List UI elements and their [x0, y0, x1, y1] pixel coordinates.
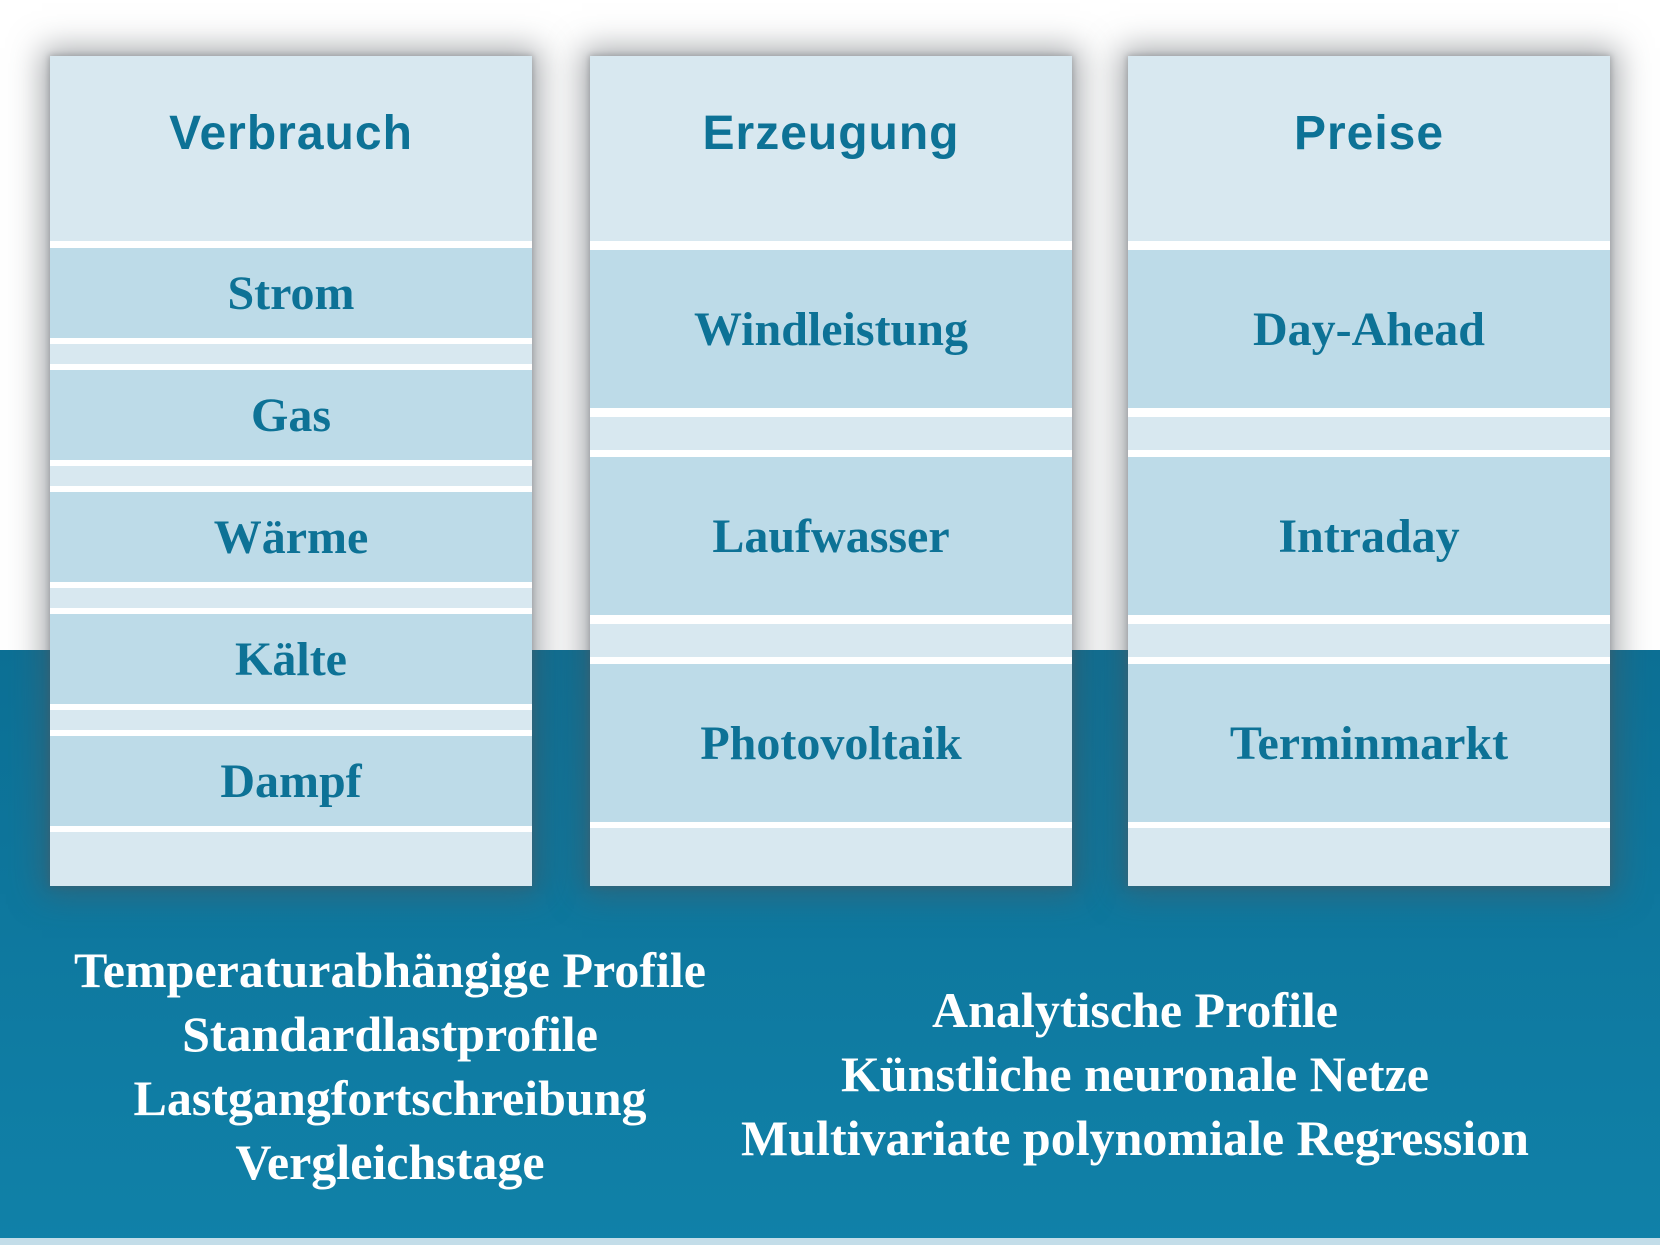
note-line: Vergleichstage	[235, 1134, 545, 1190]
separator-core	[1128, 624, 1610, 657]
separator	[50, 704, 532, 736]
separator-core	[50, 588, 532, 608]
note-line: Temperaturabhängige Profile	[74, 942, 706, 998]
separator-line	[590, 241, 1072, 250]
card-title: Verbrauch	[169, 107, 413, 160]
note-line: Analytische Profile	[932, 982, 1338, 1038]
card-item-label: Gas	[250, 388, 331, 442]
card-item: Photovoltaik	[590, 664, 1072, 822]
separator-core	[590, 417, 1072, 450]
card-item: Kälte	[50, 614, 532, 704]
card-footer	[1128, 828, 1610, 886]
note-line: Künstliche neuronale Netze	[841, 1046, 1429, 1102]
separator	[50, 582, 532, 614]
card-header: Verbrauch	[50, 56, 532, 241]
card-item-label: Kälte	[235, 632, 347, 686]
separator-line	[1128, 822, 1610, 828]
separator-core	[50, 466, 532, 486]
separator-line	[590, 822, 1072, 828]
separator	[50, 338, 532, 370]
card-item-label: Wärme	[213, 510, 369, 564]
card-item-label: Laufwasser	[712, 509, 950, 563]
separator	[590, 408, 1072, 457]
card-verbrauch: Verbrauch Strom Gas Wärme Kälte Dampf	[50, 56, 532, 886]
card-item-label: Terminmarkt	[1229, 716, 1509, 770]
card-item: Terminmarkt	[1128, 664, 1610, 822]
card-title: Erzeugung	[702, 107, 960, 160]
separator-core	[50, 710, 532, 730]
card-footer	[50, 832, 532, 886]
card-footer	[590, 828, 1072, 886]
separator-core	[50, 344, 532, 364]
note-line: Standardlastprofile	[182, 1006, 598, 1062]
card-item: Windleistung	[590, 250, 1072, 408]
separator-core	[590, 624, 1072, 657]
separator	[1128, 408, 1610, 457]
note-consumption-methods: Temperaturabhängige Profile Standardlast…	[40, 938, 740, 1194]
card-erzeugung: Erzeugung Windleistung Laufwasser Photov…	[590, 56, 1072, 886]
separator	[1128, 615, 1610, 664]
card-item-label: Windleistung	[694, 302, 968, 356]
separator-line	[1128, 241, 1610, 250]
card-item: Laufwasser	[590, 457, 1072, 615]
separator-core	[1128, 417, 1610, 450]
card-item: Day-Ahead	[1128, 250, 1610, 408]
card-item: Gas	[50, 370, 532, 460]
note-line: Lastgangfortschreibung	[133, 1070, 647, 1126]
card-item-label: Dampf	[220, 754, 362, 808]
card-item: Strom	[50, 248, 532, 338]
separator-line	[50, 826, 532, 832]
card-item-label: Day-Ahead	[1252, 302, 1485, 356]
card-preise: Preise Day-Ahead Intraday Terminmarkt	[1128, 56, 1610, 886]
note-model-methods: Analytische Profile Künstliche neuronale…	[740, 978, 1530, 1170]
separator	[590, 615, 1072, 664]
card-item: Wärme	[50, 492, 532, 582]
separator	[50, 460, 532, 492]
card-header: Erzeugung	[590, 56, 1072, 241]
card-item-label: Photovoltaik	[700, 716, 962, 770]
card-item-label: Strom	[227, 266, 355, 320]
card-title: Preise	[1293, 107, 1445, 160]
card-item: Intraday	[1128, 457, 1610, 615]
separator-line	[50, 241, 532, 248]
card-item-label: Intraday	[1278, 509, 1460, 563]
note-line: Multivariate polynomiale Regression	[741, 1110, 1529, 1166]
card-header: Preise	[1128, 56, 1610, 241]
bottom-accent-strip	[0, 1238, 1660, 1245]
card-item: Dampf	[50, 736, 532, 826]
